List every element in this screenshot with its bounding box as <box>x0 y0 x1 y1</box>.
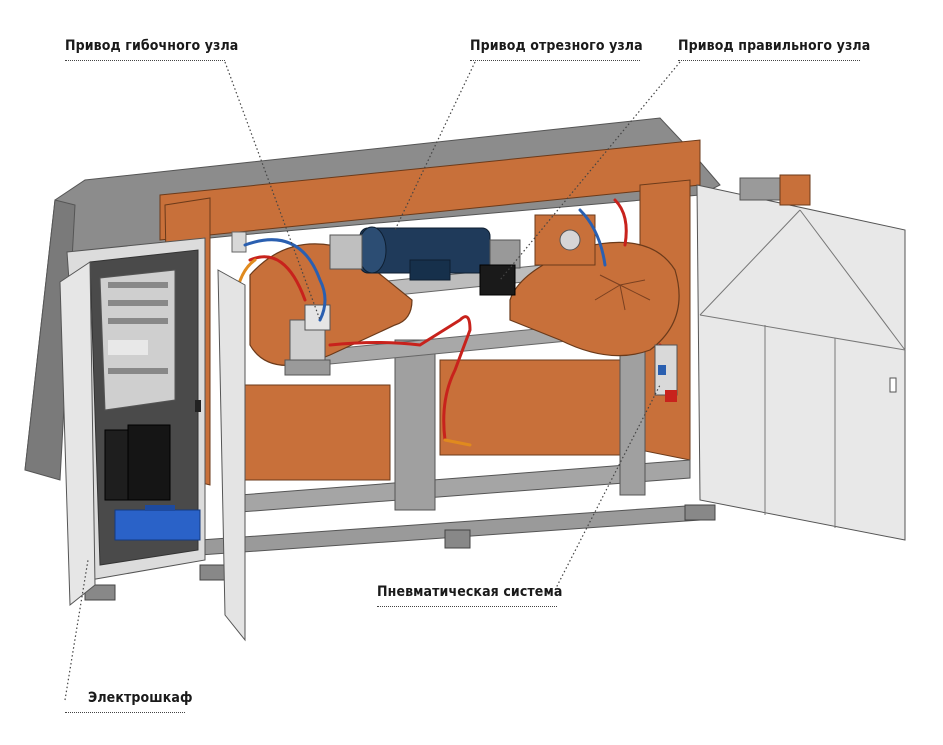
label-pneumatic-system: Пневматическая система <box>377 584 563 600</box>
leader-lines <box>64 61 681 701</box>
right-door <box>696 174 906 541</box>
underline-pneumatic <box>377 606 557 607</box>
underline-cutting <box>470 60 640 61</box>
electrical-cabinet <box>59 237 206 607</box>
label-electrical-cabinet: Электрошкаф <box>88 690 193 706</box>
leader-straightening <box>499 61 681 281</box>
underline-cabinet <box>65 712 185 713</box>
label-bending-drive: Привод гибочного узла <box>65 38 239 54</box>
left-door <box>217 269 246 642</box>
leader-bending <box>224 61 321 321</box>
base-frame <box>84 339 716 601</box>
hoses <box>233 198 677 447</box>
straightening-drive-plate <box>479 214 680 357</box>
underline-straightening <box>678 60 860 61</box>
pneumatic-unit <box>654 344 678 402</box>
bending-drive-plate <box>249 243 413 376</box>
leader-cutting <box>394 61 476 231</box>
underline-bending <box>65 60 225 61</box>
label-cutting-drive: Привод отрезного узла <box>470 38 643 54</box>
label-straightening-drive: Привод правильного узла <box>678 38 871 54</box>
